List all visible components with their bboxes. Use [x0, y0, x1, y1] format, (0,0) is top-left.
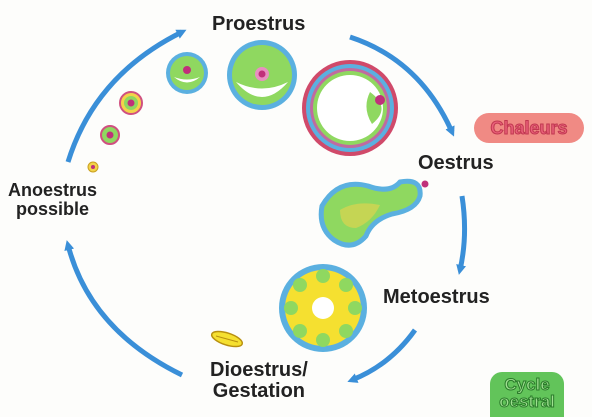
phase-label-dioestrus-line2: Gestation: [210, 381, 308, 402]
corpus-albicans: [210, 328, 244, 349]
arrow-dioestrus-to-anoestrus: [68, 245, 182, 375]
arrow-oestrus-to-metoestrus: [460, 196, 465, 270]
follicle-primordial: [88, 162, 98, 172]
cycle-badge-line1: Cycle: [490, 376, 564, 393]
chaleurs-badge: Chaleurs: [474, 113, 584, 143]
phase-label-anoestrus-line1: Anoestrus: [8, 181, 97, 200]
phase-label-anoestrus: Anoestrus possible: [8, 181, 97, 219]
phase-label-metoestrus: Metoestrus: [383, 287, 490, 308]
cycle-oestral-badge: Cycle oestral: [490, 372, 564, 417]
follicle-antral: [227, 40, 297, 110]
corpus-luteum: [279, 264, 367, 352]
arrow-metoestrus-to-dioestrus: [352, 330, 415, 380]
phase-label-dioestrus-line1: Dioestrus/: [210, 360, 308, 381]
released-oocyte: [422, 181, 429, 188]
phase-label-oestrus: Oestrus: [418, 153, 494, 174]
follicle-secondary: [120, 92, 142, 114]
cycle-badge-line2: oestral: [490, 393, 564, 410]
phase-label-dioestrus: Dioestrus/ Gestation: [210, 360, 308, 402]
phase-label-proestrus: Proestrus: [212, 14, 305, 35]
follicle-primary: [101, 126, 119, 144]
phase-label-anoestrus-line2: possible: [8, 200, 97, 219]
follicle-early-antral: [166, 52, 208, 94]
follicle-preovulatory: [302, 60, 398, 156]
